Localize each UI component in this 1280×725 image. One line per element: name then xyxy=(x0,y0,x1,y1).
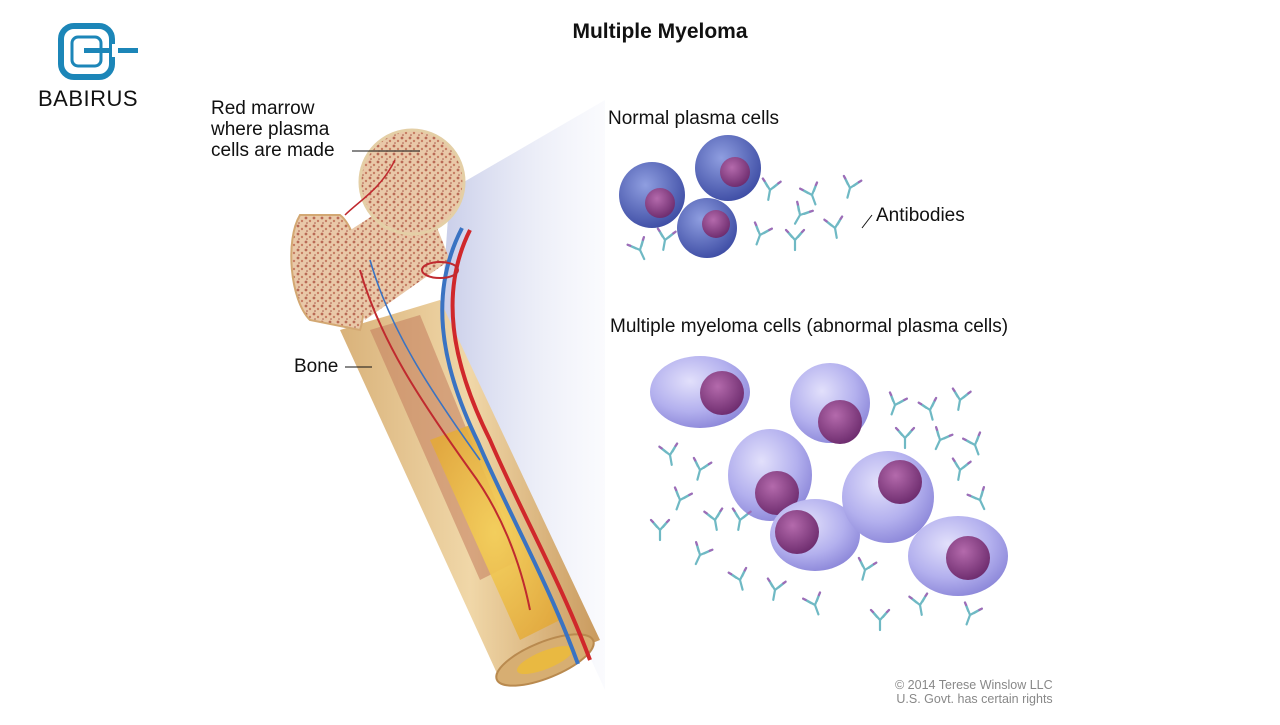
copyright-line: © 2014 Terese Winslow LLC xyxy=(895,678,1053,692)
antibody-icon xyxy=(748,223,772,248)
antibodies-leader xyxy=(862,215,872,228)
diagram-title: Multiple Myeloma xyxy=(0,20,1280,44)
brand-name: BABIRUS xyxy=(38,86,138,112)
myeloma-cell xyxy=(842,451,934,543)
antibody-icon xyxy=(896,428,914,448)
antibody-icon xyxy=(729,568,752,592)
antibody-icon xyxy=(668,488,692,513)
antibody-icon xyxy=(651,520,669,540)
red-marrow-label: Red marrow where plasma cells are made xyxy=(211,98,381,161)
antibody-icon xyxy=(839,176,862,200)
antibody-icon xyxy=(800,183,824,208)
antibody-icon xyxy=(704,509,725,532)
antibody-icon xyxy=(909,594,930,617)
antibody-icon xyxy=(854,558,877,582)
antibody-icon xyxy=(764,579,785,602)
red-marrow-label-line: Red marrow xyxy=(211,98,381,119)
red-marrow-label-line: where plasma xyxy=(211,119,381,140)
normal-cell xyxy=(619,162,685,228)
normal-cell xyxy=(677,198,737,258)
antibody-icon xyxy=(803,593,827,618)
normal-plasma-cells xyxy=(619,135,761,258)
antibodies-label: Antibodies xyxy=(876,205,965,227)
antibody-icon xyxy=(787,202,813,228)
antibody-icon xyxy=(968,487,993,513)
myeloma-cell xyxy=(650,356,750,428)
myeloma-cell xyxy=(790,363,870,444)
antibody-icon xyxy=(688,542,713,568)
copyright-line: U.S. Govt. has certain rights xyxy=(895,692,1053,706)
antibody-icon xyxy=(659,444,680,467)
normal-cells-label: Normal plasma cells xyxy=(608,108,779,130)
myeloma-cells-label: Multiple myeloma cells (abnormal plasma … xyxy=(610,316,1008,338)
antibody-icon xyxy=(949,389,970,412)
antibody-icon xyxy=(883,393,907,418)
antibody-icon xyxy=(759,179,780,202)
antibody-icon xyxy=(689,458,712,482)
antibody-icon xyxy=(919,398,942,422)
antibody-icon xyxy=(928,427,953,453)
copyright-notice: © 2014 Terese Winslow LLC U.S. Govt. has… xyxy=(895,678,1053,706)
myeloma-cell xyxy=(908,516,1008,596)
antibody-icon xyxy=(958,603,982,628)
antibody-icon xyxy=(786,230,804,250)
antibody-icon xyxy=(963,433,987,458)
antibody-icon xyxy=(949,459,970,482)
bone-label: Bone xyxy=(294,356,338,378)
normal-cell xyxy=(695,135,761,201)
antibody-icon xyxy=(824,217,845,240)
antibody-icon xyxy=(654,229,675,252)
red-marrow-label-line: cells are made xyxy=(211,140,381,161)
antibody-icon xyxy=(871,610,889,630)
antibody-icon xyxy=(628,237,653,263)
